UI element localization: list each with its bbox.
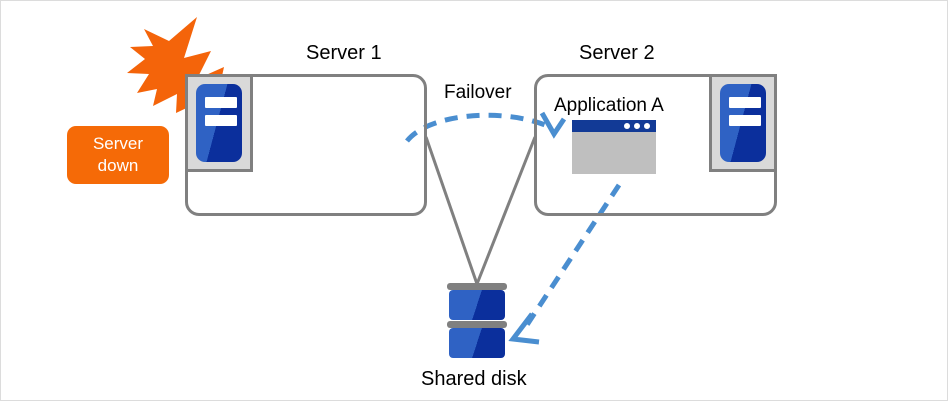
window-dot-icon-3 [644,123,650,129]
server2-unit-icon [709,74,777,172]
server1-unit-icon [185,74,253,172]
application-label: Application A [554,95,664,116]
application-window-icon [572,120,656,174]
connector-server2-to-disk [475,136,537,285]
server-down-line1: Server [92,134,144,154]
window-dot-icon-2 [634,123,640,129]
disk-separator-middle [447,321,507,328]
server-icon-body [720,84,766,162]
disk-block-upper [449,290,505,320]
shared-disk-icon [447,283,507,361]
server-icon-slot-2 [205,115,237,126]
server2-title: Server 2 [579,42,655,64]
app-to-disk-arrow [520,183,622,333]
server-down-status-badge: Server down [67,126,169,184]
connector-server1-to-disk [424,136,479,285]
server1-title: Server 1 [306,42,382,64]
server-icon-slot-1 [729,97,761,108]
app-to-disk-arrowhead [508,312,540,345]
server-icon-body [196,84,242,162]
disk-separator-top [447,283,507,290]
server-down-line2: down [97,156,139,175]
shared-disk-label: Shared disk [421,368,527,390]
window-dot-icon-1 [624,123,630,129]
failover-arrow [405,112,554,143]
server-icon-slot-1 [205,97,237,108]
failover-arrowhead [539,111,567,139]
failover-label: Failover [444,82,512,103]
server-icon-slot-2 [729,115,761,126]
disk-block-lower [449,328,505,358]
application-window-titlebar [572,120,656,132]
